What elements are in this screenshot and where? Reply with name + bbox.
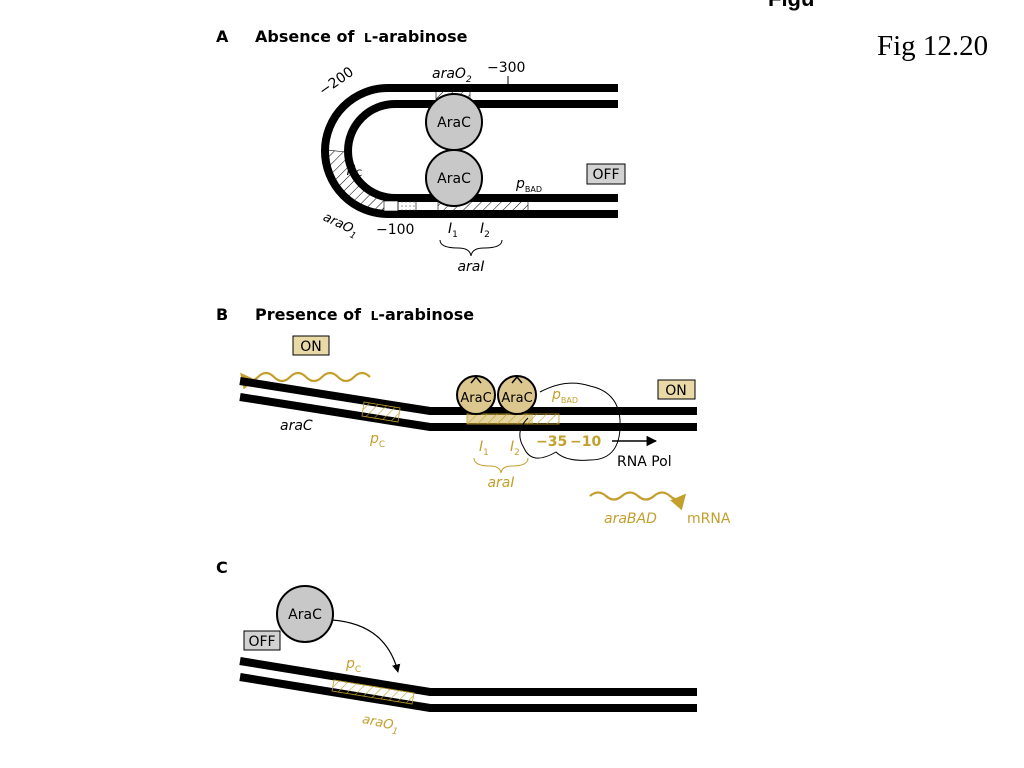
arao1-label: araO1 — [319, 210, 360, 242]
pos-300-label: −300 — [487, 60, 525, 76]
panel-c-letter: C — [216, 558, 228, 577]
panel-b-title: Presence of L-arabinose — [255, 305, 474, 324]
rna-pol-label: RNA Pol — [617, 454, 672, 470]
dna-c-top — [239, 657, 697, 696]
dna-inner-strand — [344, 100, 618, 202]
arabinose-caret-2 — [511, 375, 523, 384]
pc-arao1-hatched-c — [331, 679, 415, 705]
pc-label: pC — [346, 160, 362, 179]
off-badge-c-text: OFF — [248, 634, 275, 650]
pbad-label: pBAD — [515, 176, 542, 194]
minus10-label: −10 — [570, 434, 601, 450]
arai-filled-b — [467, 414, 533, 424]
arac-binding-arrow — [331, 619, 401, 673]
pbad-label-b: pBAD — [551, 387, 578, 405]
pc-label-c: pC — [345, 656, 361, 675]
off-badge-c — [243, 630, 281, 651]
arao2-label: araO2 — [432, 66, 472, 85]
figure-label: Fig 12.20 — [877, 30, 989, 62]
arac-free-circle — [276, 585, 334, 643]
arac-free-label: AraC — [288, 607, 322, 623]
partial-header-text: Figu — [768, 0, 814, 12]
i1-label-b: I1 — [479, 439, 489, 458]
pos-200-label: −200 — [316, 64, 357, 99]
arao1-label-c: araO1 — [360, 712, 400, 737]
pc-hatched-b — [361, 401, 401, 423]
arac-transcript-arrow — [240, 371, 371, 390]
arao1-box — [383, 200, 399, 212]
arac-active-2-label: AraC — [501, 391, 532, 406]
arabad-transcript-arrow — [589, 491, 687, 511]
panel-a-title-text: Absence of — [255, 27, 356, 46]
dna-c-bottom — [239, 673, 697, 712]
arai-brace-a — [439, 239, 503, 257]
arac-bottom-circle — [425, 149, 483, 207]
arai-brace-b — [473, 457, 529, 474]
arabad-label: araBAD — [604, 511, 657, 527]
arac-top-label: AraC — [437, 115, 471, 131]
panel-b: B Presence of L-arabinose ON AraC AraC p… — [216, 305, 731, 527]
arao1-dotted — [397, 200, 417, 212]
pc-label-b: pC — [369, 431, 385, 450]
arabinose-caret-1 — [470, 375, 482, 384]
rna-pol-shape — [519, 382, 621, 461]
panel-a-sugar: -arabinose — [372, 27, 468, 46]
panel-c: C AraC OFF pC araO1 — [216, 558, 697, 737]
arac-bottom-label: AraC — [437, 171, 471, 187]
i1-label: I1 — [448, 221, 458, 240]
panel-a-letter: A — [216, 27, 229, 46]
on-badge-left — [292, 335, 330, 356]
dna-b-top — [239, 377, 697, 415]
panel-b-letter: B — [216, 305, 228, 324]
i2-label: I2 — [480, 221, 490, 240]
i2-label-b: I2 — [510, 439, 520, 458]
on-badge-right — [657, 379, 696, 400]
dna-outer-strand — [321, 84, 618, 218]
panel-a: A Absence of L-arabinose AraC AraC araO2… — [216, 27, 626, 275]
panel-a-sugar-prefix: L — [364, 31, 372, 45]
panel-a-title: Absence of L-arabinose — [255, 27, 468, 46]
on-badge-right-text: ON — [665, 383, 687, 399]
arai-label-b: araI — [487, 475, 514, 491]
on-badge-left-text: ON — [300, 339, 322, 355]
arai-label-a: araI — [457, 259, 484, 275]
off-badge-a — [586, 163, 626, 185]
mrna-label: mRNA — [687, 511, 731, 527]
minus35-label: −35 — [536, 434, 567, 450]
arac-gene-label: araC — [280, 418, 313, 434]
dna-b-bottom — [239, 393, 697, 431]
off-badge-a-text: OFF — [592, 167, 619, 183]
arac-active-1-label: AraC — [460, 391, 491, 406]
pos-100-label: −100 — [376, 222, 414, 238]
